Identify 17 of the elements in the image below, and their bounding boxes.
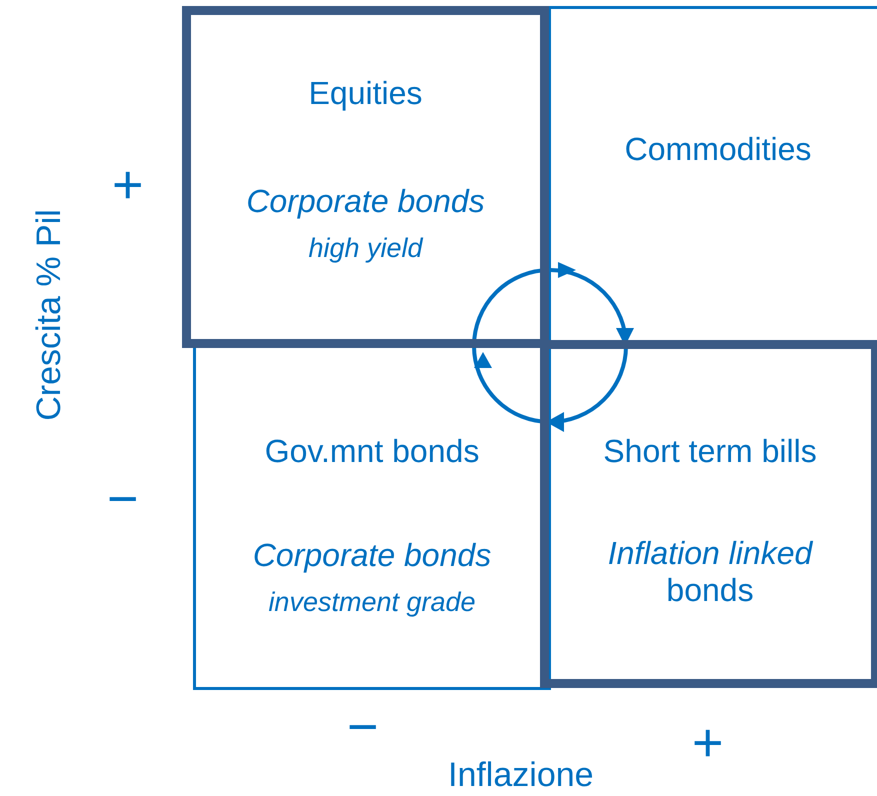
asset-class-text: Gov.mnt bonds [264,433,480,470]
axis-sign: − [107,472,139,526]
axis-sign: − [347,700,379,754]
axis-sign: + [112,158,144,212]
axis-sign: + [692,716,724,770]
asset-class-text: Corporate bonds [245,183,486,220]
asset-class-text: Commodities [624,131,812,168]
asset-class-text: Inflation linked bonds [606,535,814,609]
asset-class-text: Short term bills [602,433,818,470]
quadrant-box [182,6,549,348]
asset-class-text: investment grade [267,587,477,618]
axis-title: Crescita % Pil [32,209,66,421]
asset-class-text: Equities [308,75,424,112]
axis-title: Inflazione [448,758,594,792]
quadrant-box [540,340,877,688]
asset-class-text: high yield [307,233,424,264]
asset-class-text: Corporate bonds [252,537,492,574]
